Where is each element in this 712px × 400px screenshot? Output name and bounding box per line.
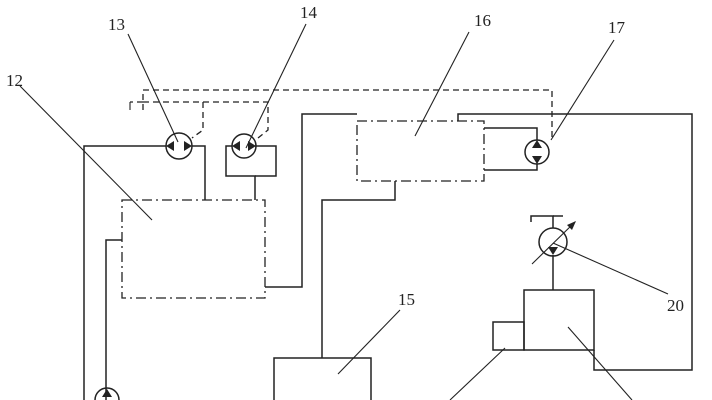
label-20: 20 xyxy=(667,296,684,315)
component-12-box xyxy=(121,199,266,299)
pump-13-icon xyxy=(165,132,193,160)
pump-17-icon xyxy=(524,139,550,165)
component-right-box xyxy=(523,289,595,351)
label-16: 16 xyxy=(474,11,491,30)
label-14: 14 xyxy=(300,3,318,22)
component-15-box xyxy=(273,357,372,400)
dashed-control-lines xyxy=(129,89,553,140)
label-17: 17 xyxy=(608,18,626,37)
pump-bottom-left-icon xyxy=(94,387,120,400)
leader-lines xyxy=(19,23,669,400)
component-16-box xyxy=(356,120,485,182)
component-side-box xyxy=(492,321,525,351)
variable-pump-20-icon xyxy=(530,215,576,265)
pump-14-icon xyxy=(231,133,257,159)
label-12: 12 xyxy=(6,71,23,90)
label-13: 13 xyxy=(108,15,125,34)
label-15: 15 xyxy=(398,290,415,309)
solid-pipelines xyxy=(83,113,693,400)
